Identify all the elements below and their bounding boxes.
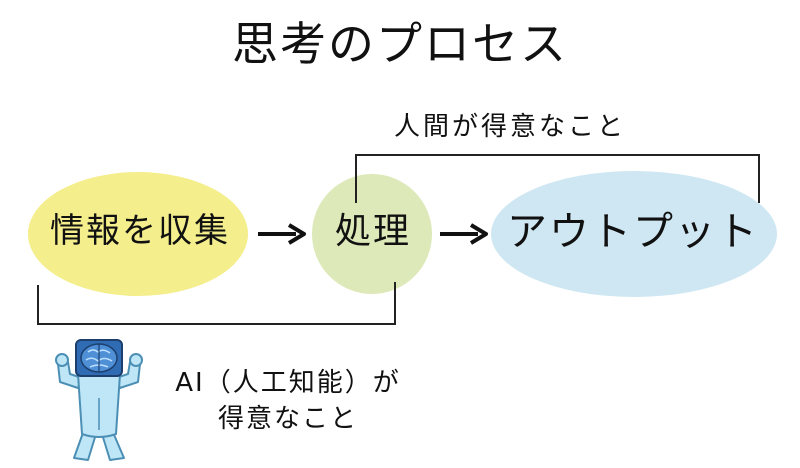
human-strength-label: 人間が得意なこと <box>393 112 626 142</box>
ai-robot-icon <box>55 339 143 461</box>
page-title: 思考のプロセス <box>232 17 568 71</box>
process-ellipse <box>312 174 432 294</box>
process-label: 処理 <box>334 211 411 252</box>
collect-label: 情報を収集 <box>50 211 230 251</box>
ai-strength-label-line1: AI（人工知能）が <box>175 368 401 398</box>
ai-strength-label: AI（人工知能）が 得意なこと <box>148 365 428 437</box>
output-ellipse <box>491 171 777 297</box>
output-label: アウトプット <box>507 209 759 255</box>
arrow-right-icon <box>440 223 488 245</box>
arrow-right-icon <box>258 223 306 245</box>
human-bracket <box>355 154 760 203</box>
ai-bracket <box>37 282 396 325</box>
collect-ellipse <box>28 172 248 296</box>
ai-strength-label-line2: 得意なこと <box>217 404 358 434</box>
